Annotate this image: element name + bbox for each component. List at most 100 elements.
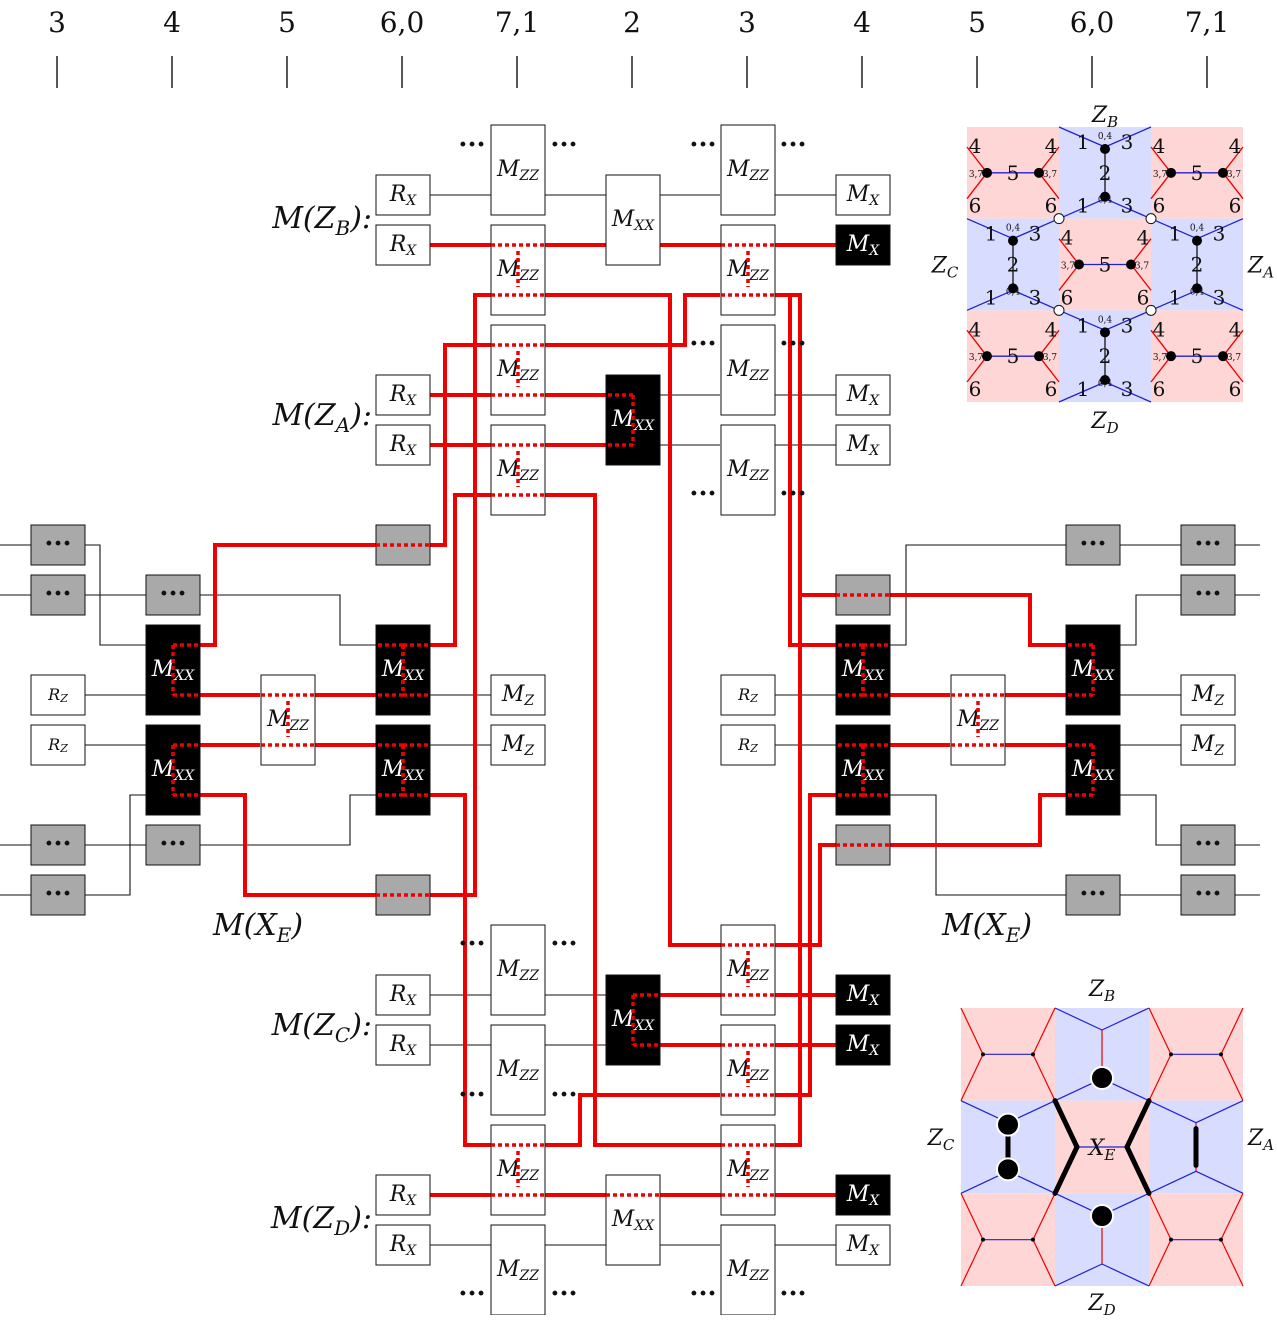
qubit-number: 3,7 [1227,353,1242,363]
timestep-label: 6,0 [380,6,425,39]
measurement-label-xe_right: M(XE) [941,908,1032,947]
lattice-edge [1032,1193,1056,1240]
lattice-edge [966,172,988,200]
gate-label: RX [389,1232,418,1259]
ellipsis: ··· [550,929,577,959]
mzz-gate [720,124,776,216]
lattice-edge [1058,309,1106,331]
mx-gate [835,424,891,466]
lattice-edge [1054,1007,1103,1031]
big-qubit-dot [1090,1066,1114,1090]
qubit-dot [1074,259,1084,270]
gate-label: MZZ [956,707,999,734]
qubit-number: 6 [1045,194,1058,218]
lattice-edge [1038,355,1060,383]
lattice-edge [1148,1170,1197,1194]
mzz-gate [720,224,776,316]
lattice-edge [1104,126,1152,148]
qubit-dot [1100,375,1110,385]
mzz-gate [720,924,776,1016]
gate-label: MZZ [496,1257,539,1284]
lattice-edge [1038,329,1060,357]
measurement-label-za: M(ZA): [271,398,372,437]
qubit-number: 1 [1077,313,1090,337]
wire [1120,594,1181,646]
qubit-number: 4 [969,134,982,158]
lattice-edge [1104,309,1152,331]
ellipsis: ··· [458,1080,485,1110]
gate-label: RZ [737,735,758,756]
ellipsis: ··· [458,130,485,160]
mx-gate [835,1224,891,1266]
gate-label: MZZ [496,1157,539,1184]
lattice-edge [1150,146,1172,174]
mzz-gate [490,1224,546,1316]
ellipsis: ··· [550,1080,577,1110]
qubit-number: 4 [1229,134,1242,158]
placeholder-ellipsis: ··· [1194,579,1221,609]
qubit-number: 6 [969,377,982,401]
gate-label: MXX [611,407,655,434]
lattice-edge [1150,172,1172,200]
qubit-dot [1126,259,1136,270]
qubit-number: 5 [1007,344,1020,368]
gate-label: MZZ [266,707,309,734]
gate-label: MX [846,1182,881,1209]
lattice-edge [1058,381,1106,403]
placeholder-ellipsis: ··· [1079,879,1106,909]
ellipsis: ··· [779,1279,806,1309]
lattice-edge [1038,172,1060,200]
placeholder-ellipsis: ··· [159,829,186,859]
placeholder-ellipsis: ··· [1194,529,1221,559]
lattice-edge [1101,1007,1150,1031]
gate-label: MZ [1191,682,1225,709]
placeholder-box [1065,874,1121,916]
lattice-edge [1195,1170,1244,1194]
qubit-number: 6 [969,194,982,218]
junction-circle [1053,304,1065,316]
ellipsis: ··· [689,329,716,359]
gate-label: MZZ [726,1057,769,1084]
gate-label: MX [846,982,881,1009]
timestep-label: 7,1 [495,6,540,39]
gate-label: RX [389,982,418,1009]
rx-gate [375,1024,431,1066]
gate-label: RX [389,182,418,209]
thick-edge [1124,1144,1152,1196]
gate-label: MZZ [496,457,539,484]
mzz-gate [720,1024,776,1116]
lattice-edge [1012,289,1060,311]
gate-label: MZZ [726,257,769,284]
gate-label: MXX [841,657,885,684]
qubit-number: 1 [985,222,998,246]
gate-label: MX [846,232,881,259]
gate-label: MXX [1071,757,1115,784]
rx-gate [375,224,431,266]
ellipsis: ··· [550,1279,577,1309]
qubit-number: 2 [1191,253,1204,277]
qubit-number: 3 [1029,222,1042,246]
rz-gate [720,674,776,716]
qubit-number: 3 [1121,130,1134,154]
lattice-node [981,1052,985,1057]
placeholder-box [1180,824,1236,866]
qubit-number: 3 [1121,377,1134,401]
mzz-gate [490,224,546,316]
mz-gate [490,674,546,716]
lattice-edge [1150,289,1198,311]
qubit-number: 6 [1153,377,1166,401]
ellipsis: ··· [779,329,806,359]
mz-gate [1180,724,1236,766]
ellipsis: ··· [458,929,485,959]
red-path [862,593,1066,647]
gate-label: MXX [381,657,425,684]
timestep-label: 3 [48,6,66,39]
qubit-number: 3 [1213,222,1226,246]
qubit-number: 1 [1077,194,1090,218]
mzz-gate [490,924,546,1016]
lattice-edge [1222,355,1244,383]
qubit-number: 6 [1153,194,1166,218]
lattice-edge [1222,329,1244,357]
qubit-dot [1166,167,1176,178]
qubit-number: 1 [1169,285,1182,309]
